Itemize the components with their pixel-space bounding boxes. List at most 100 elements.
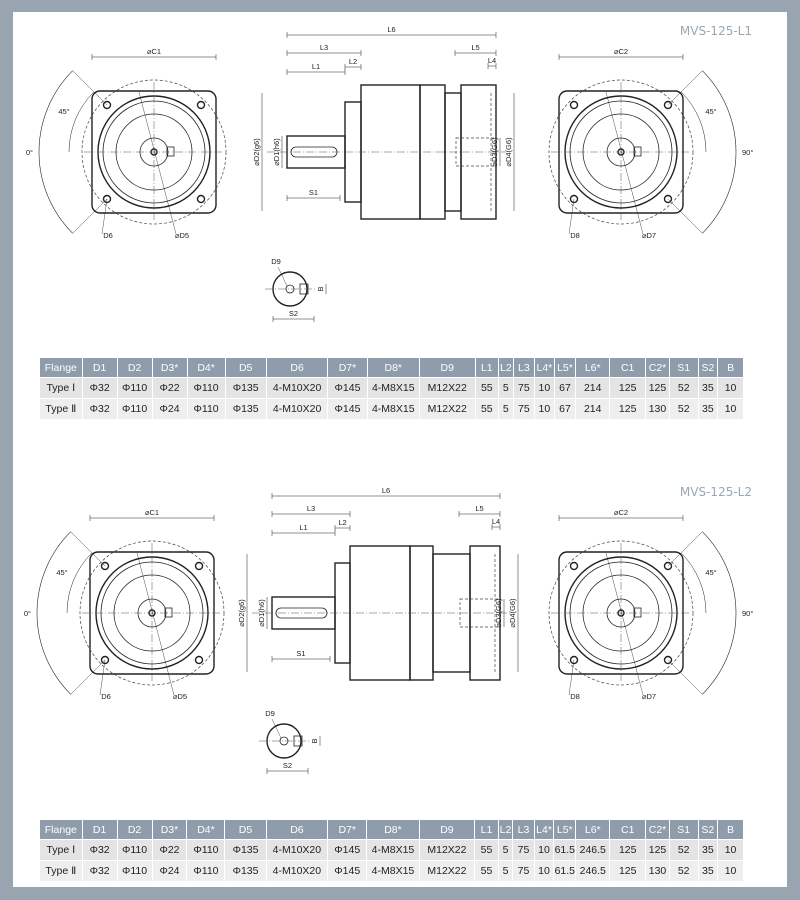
drawing-section-2: ⌀C145°0°D6⌀D5⌀C245°90°D8⌀D7L6L3L1L2L5L4⌀… <box>24 486 753 774</box>
table-cell: 10 <box>717 860 744 881</box>
table-cell: Φ110 <box>187 398 226 419</box>
input-end-view-circle-label: ⌀D5 <box>173 692 187 701</box>
output-end-view-bolt-hole <box>569 561 579 571</box>
output-end-view-angle-arc-45 <box>680 91 707 153</box>
output-end-view-angle-arc-45 <box>680 552 707 614</box>
column-header: B <box>717 820 744 840</box>
side-view-dim-l1-label: L1 <box>312 62 320 71</box>
table-cell: Φ32 <box>82 398 118 419</box>
table-cell: M12X22 <box>419 398 476 419</box>
output-end-view-leader <box>605 91 644 235</box>
column-header: D9 <box>419 820 476 840</box>
table-cell: 10 <box>717 377 744 399</box>
input-end-view-angle-label: 0° <box>26 148 33 157</box>
column-header: D9 <box>419 358 476 378</box>
column-header: L5* <box>553 820 577 840</box>
output-end-view-leader <box>568 198 575 235</box>
output-end-view-bolt-hole <box>663 100 673 110</box>
input-end-view-angle-arc-45 <box>68 91 95 153</box>
output-end-view-bolt-hole <box>569 194 579 204</box>
column-header: D4* <box>187 358 226 378</box>
output-end-view-angle-ray <box>667 70 703 106</box>
input-end-view-angle-arc <box>38 70 73 234</box>
column-header: D3* <box>152 820 188 840</box>
side-view-dim-l2-label: L2 <box>338 518 346 527</box>
shaft-section-detail-dim-b-label: B <box>316 286 325 291</box>
output-end-view-key <box>633 146 642 157</box>
column-header: L4* <box>534 820 555 840</box>
input-end-view-angle-45-label: 45° <box>56 568 67 577</box>
column-header: D1 <box>82 358 118 378</box>
output-end-view-dim-c-label: ⌀C2 <box>614 47 628 56</box>
output-end-view-angle-label: 90° <box>742 148 753 157</box>
output-end-view-dim-c-label: ⌀C2 <box>614 508 628 517</box>
table-cell: 125 <box>609 839 647 861</box>
table-cell: 4-M10X20 <box>266 377 329 399</box>
output-end-view-bolt-label: D8 <box>570 231 580 240</box>
output-end-view-leader <box>605 552 644 696</box>
output-end-view-angle-ray <box>667 531 703 567</box>
input-end-view-leader <box>138 91 177 235</box>
column-header: L6* <box>575 358 611 378</box>
table-cell: 35 <box>698 860 719 881</box>
column-header: S2 <box>698 358 719 378</box>
side-view-dim-d1-label: ⌀D1(h6) <box>257 599 266 627</box>
input-end-view-key <box>164 607 173 618</box>
output-end-view-bolt-hole <box>663 194 673 204</box>
shaft-section-detail-dim-s2-label: S2 <box>289 309 298 318</box>
column-header: L2 <box>498 820 514 840</box>
table-cell: Φ110 <box>117 839 153 861</box>
input-end-view-leader <box>101 198 108 235</box>
shaft-section-detail-leader <box>277 266 288 287</box>
table-cell: 125 <box>609 398 647 419</box>
column-header: L5* <box>554 358 577 378</box>
table-cell: 35 <box>698 398 719 419</box>
table-cell: M12X22 <box>419 839 476 861</box>
column-header: D4* <box>186 820 226 840</box>
column-header: D1 <box>82 820 118 840</box>
column-header: L1 <box>474 820 499 840</box>
column-header: Flange <box>40 820 83 840</box>
table-cell: 67 <box>554 398 577 419</box>
shaft-section-detail-dim-b-label: B <box>310 738 319 743</box>
table-cell: Φ22 <box>152 377 188 399</box>
table-cell: Φ135 <box>224 839 267 861</box>
flange-type-cell: Type Ⅰ <box>40 839 83 861</box>
side-view-dim-d2-label: ⌀D2(g6) <box>237 599 246 627</box>
side-view-dim-l4-label: L4 <box>492 517 500 526</box>
table-cell: Φ24 <box>152 398 188 419</box>
table-cell: 4-M10X20 <box>266 839 329 861</box>
flange-type-cell: Type Ⅱ <box>40 860 83 881</box>
output-end-view-angle-45-label: 45° <box>705 568 716 577</box>
side-view-dim-d4-label: ⌀D4(G6) <box>504 137 513 167</box>
table-cell: 52 <box>669 377 699 399</box>
table-cell: 4-M10X20 <box>266 860 329 881</box>
table-cell: Φ32 <box>82 860 118 881</box>
input-end-view-leader <box>99 659 106 696</box>
column-header: D5 <box>224 820 267 840</box>
table-cell: 75 <box>513 377 536 399</box>
table-cell: 4-M8X15 <box>367 398 420 419</box>
input-end-view-angle-ray <box>72 198 108 234</box>
table-cell: M12X22 <box>419 860 476 881</box>
table-cell: 52 <box>669 860 699 881</box>
column-header: D3* <box>152 358 188 378</box>
model-title-l1: MVS-125-L1 <box>679 24 752 38</box>
output-end-view-angle-label: 90° <box>742 609 753 618</box>
table-cell: Φ135 <box>225 398 267 419</box>
table-cell: 5 <box>498 860 514 881</box>
input-end-view-angle-ray <box>70 531 106 567</box>
output-end-view-bolt-circle <box>548 540 694 686</box>
input-end-view-bolt-circle <box>81 79 227 225</box>
side-view-dim-s1-label: S1 <box>309 188 318 197</box>
output-end-view-angle-ray <box>667 659 703 695</box>
side-view-dim-l1-label: L1 <box>299 523 307 532</box>
table-cell: 55 <box>475 398 500 419</box>
input-end-view-bolt-hole <box>100 561 110 571</box>
table-cell: Φ32 <box>82 839 118 861</box>
